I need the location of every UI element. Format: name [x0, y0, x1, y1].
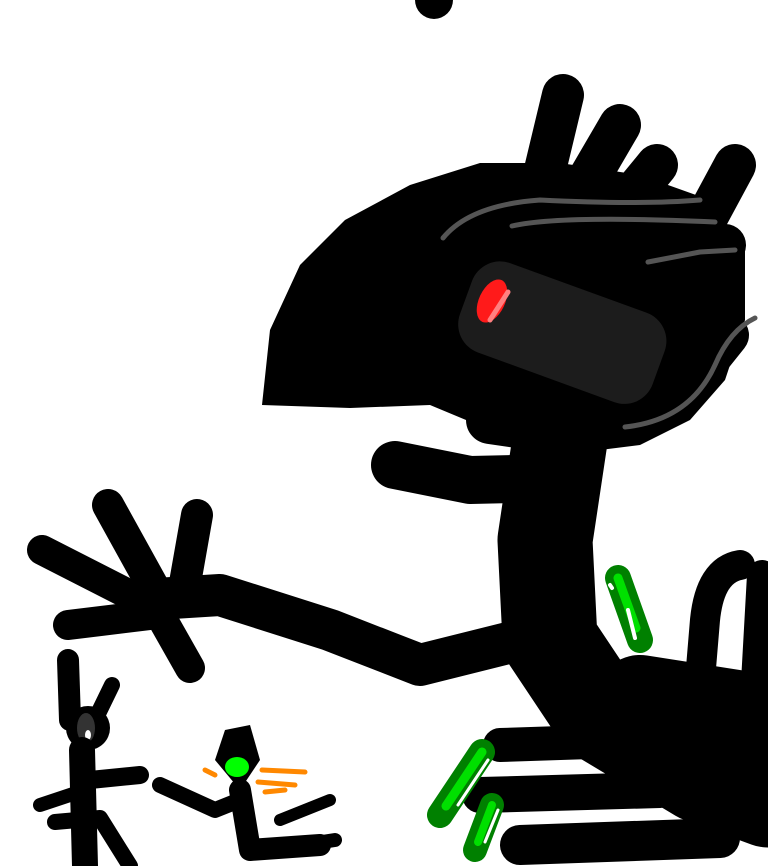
top-dot [415, 0, 453, 19]
creature-visor [458, 261, 667, 404]
green-claws [427, 565, 653, 862]
creature-eye [476, 279, 511, 323]
creature-legs [462, 715, 768, 865]
creature-arm [27, 489, 541, 686]
sketch-lines [440, 197, 758, 430]
small-figure-left [33, 649, 149, 866]
small-cat-character [152, 725, 342, 861]
creature-tail [685, 550, 768, 715]
